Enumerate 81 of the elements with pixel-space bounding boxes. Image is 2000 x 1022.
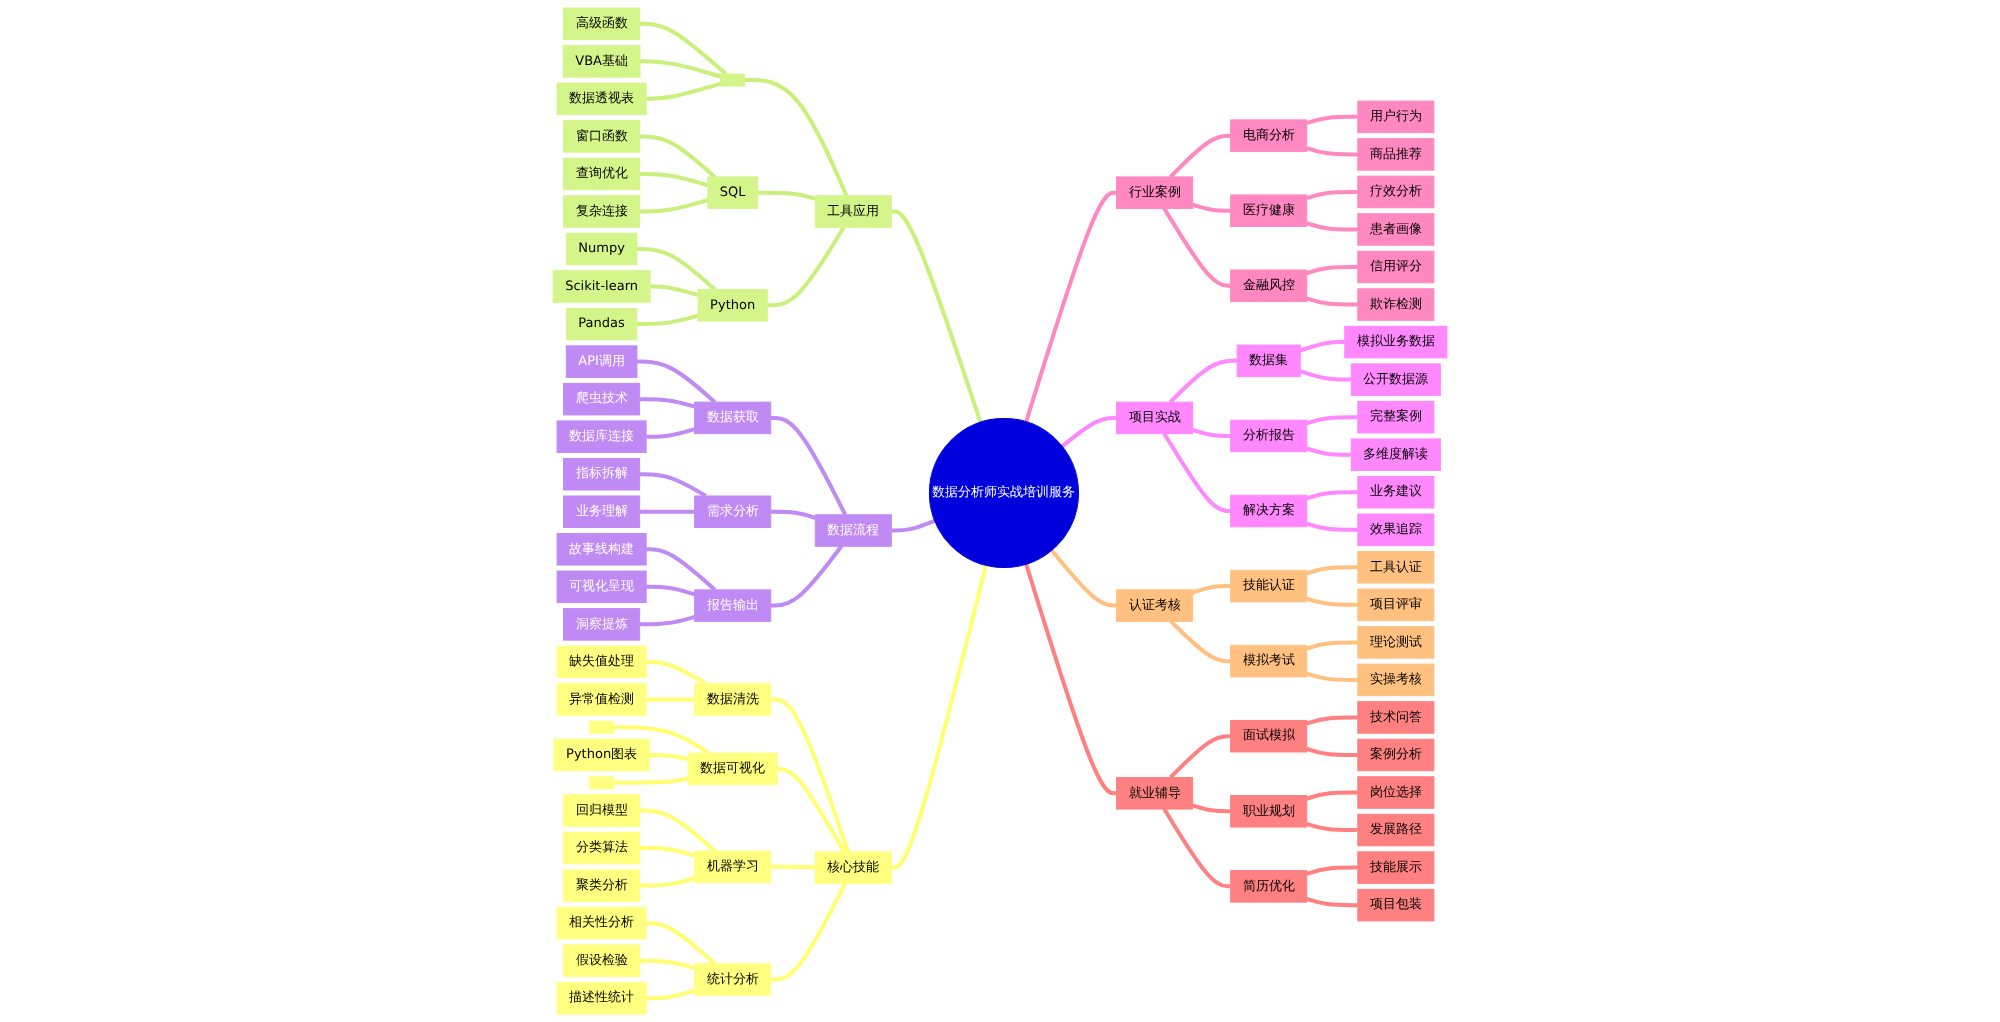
connector xyxy=(1306,897,1358,908)
connector xyxy=(1306,221,1358,232)
connector xyxy=(1192,584,1231,595)
connector xyxy=(1306,596,1358,607)
connector xyxy=(1299,340,1345,353)
connector xyxy=(646,584,696,597)
connector xyxy=(1306,296,1358,307)
connector xyxy=(770,509,816,520)
connector xyxy=(1306,715,1358,726)
connector xyxy=(777,766,846,853)
connector xyxy=(1306,671,1358,682)
connector xyxy=(639,846,696,858)
connector xyxy=(646,921,717,966)
connector xyxy=(636,359,717,404)
connector xyxy=(639,198,709,214)
node-box xyxy=(720,73,746,87)
node-box xyxy=(589,720,615,734)
connector xyxy=(1306,746,1358,757)
connector xyxy=(1306,521,1358,532)
connector xyxy=(1192,428,1231,438)
node-box xyxy=(589,776,615,790)
connector xyxy=(639,614,696,627)
connector xyxy=(639,509,695,514)
connector xyxy=(770,697,850,853)
connector xyxy=(613,725,710,755)
connector xyxy=(1192,202,1231,213)
connector xyxy=(639,808,717,853)
connector xyxy=(1169,619,1231,664)
connector xyxy=(639,958,696,971)
connector xyxy=(649,753,689,762)
connector xyxy=(1168,133,1231,179)
connector xyxy=(646,697,695,702)
connector xyxy=(891,209,983,423)
connector xyxy=(636,313,699,327)
connector xyxy=(613,776,689,785)
connector xyxy=(1162,432,1231,513)
connector xyxy=(1306,490,1358,501)
connector xyxy=(1168,358,1238,404)
connector xyxy=(639,21,728,76)
connector xyxy=(646,659,707,686)
connector xyxy=(770,415,848,516)
connector xyxy=(1050,549,1117,608)
connector xyxy=(1306,865,1358,876)
connector xyxy=(646,427,696,439)
connector xyxy=(639,397,696,409)
connector xyxy=(1299,369,1352,382)
connector xyxy=(640,59,722,79)
connector xyxy=(646,547,717,592)
connector xyxy=(770,864,816,870)
connector xyxy=(1306,446,1352,457)
connector xyxy=(1168,734,1231,779)
connector xyxy=(639,876,696,888)
connector xyxy=(1306,565,1358,576)
connector xyxy=(1306,189,1358,201)
connector xyxy=(1024,563,1117,796)
connector xyxy=(1306,790,1358,801)
connector xyxy=(636,247,717,292)
connector xyxy=(744,78,849,197)
connector xyxy=(639,472,707,498)
connector xyxy=(1306,146,1358,157)
connector xyxy=(1306,640,1358,651)
connector xyxy=(767,226,846,308)
connector xyxy=(639,134,717,179)
connector xyxy=(891,564,988,870)
connector xyxy=(770,882,848,982)
connector xyxy=(891,518,936,533)
connector xyxy=(639,171,709,188)
connector xyxy=(1024,190,1117,423)
connector xyxy=(646,81,722,101)
connector xyxy=(1192,803,1231,814)
connector xyxy=(1306,821,1358,833)
connector xyxy=(1306,415,1358,426)
connector xyxy=(650,284,699,297)
connector xyxy=(1306,265,1358,276)
connector xyxy=(646,988,696,1001)
connector xyxy=(757,190,816,201)
connector xyxy=(1306,114,1358,125)
connector xyxy=(770,545,843,608)
connector xyxy=(1162,808,1231,889)
connector xyxy=(1162,207,1231,288)
connector xyxy=(1060,415,1117,448)
